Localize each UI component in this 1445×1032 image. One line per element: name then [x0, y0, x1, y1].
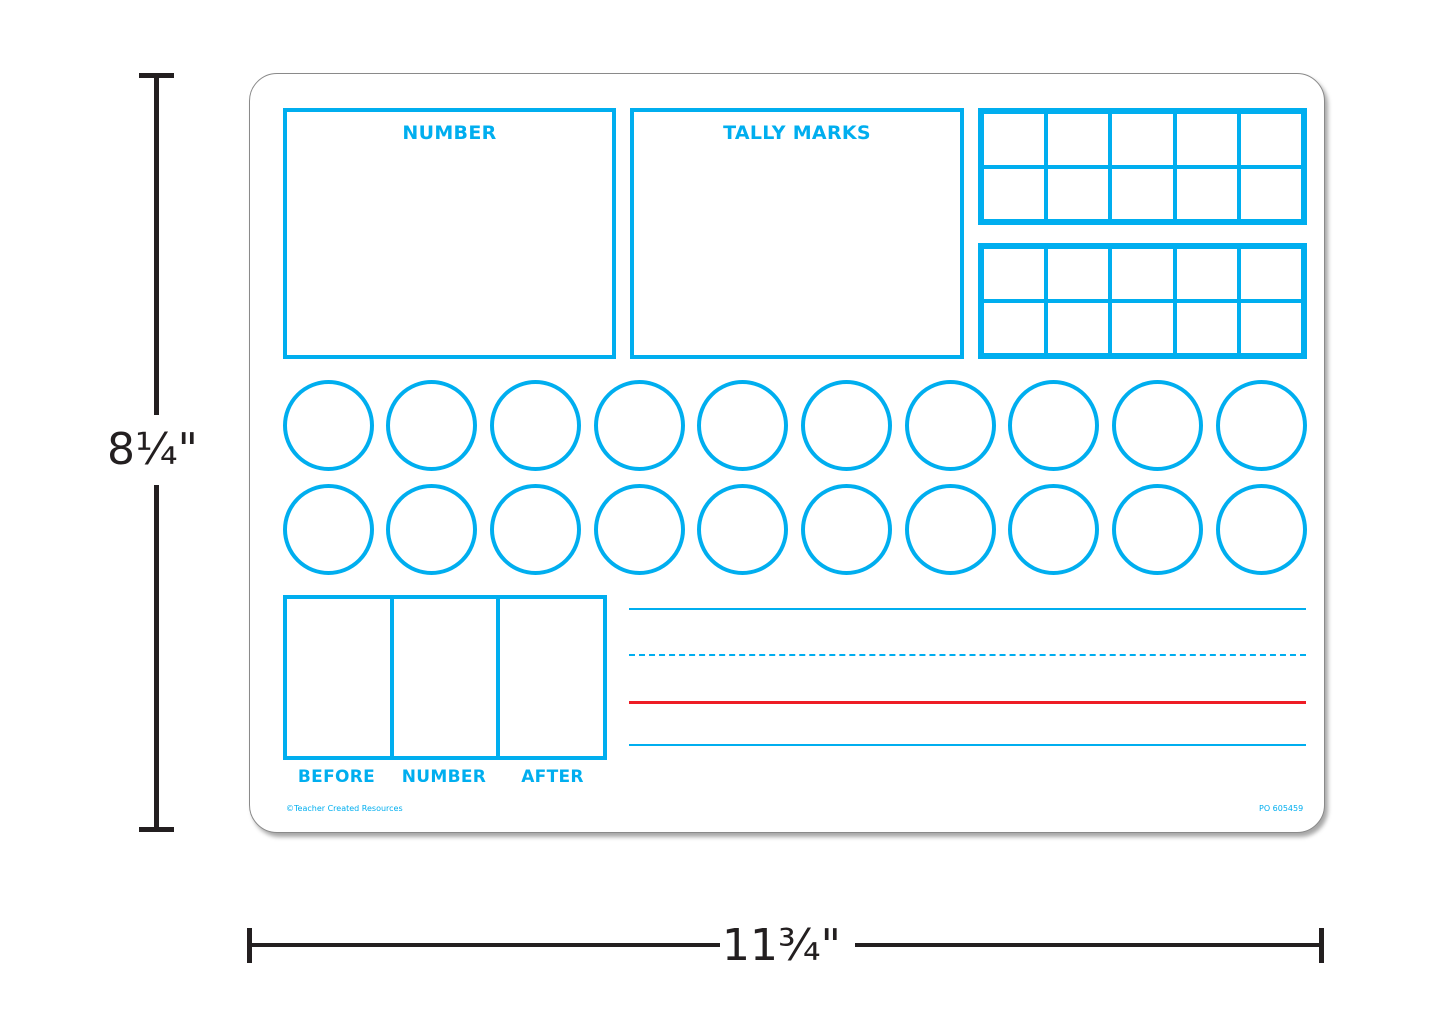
ten-frame-cell — [982, 247, 1047, 301]
counting-circle — [1216, 380, 1307, 471]
height-dimension-line — [154, 75, 159, 415]
ten-frame-cell — [1238, 112, 1303, 167]
counting-circle — [1112, 380, 1203, 471]
counting-circle — [801, 380, 892, 471]
counting-circle — [1008, 484, 1099, 575]
ten-frame-cell — [1174, 247, 1239, 301]
ten-frame-cell — [1174, 301, 1239, 355]
ten-frame-cell — [1110, 301, 1175, 355]
ten-frame-cell — [982, 301, 1047, 355]
handwriting-top-line — [629, 608, 1306, 610]
ten-frame-cell — [1238, 301, 1303, 355]
number-box: NUMBER — [283, 108, 616, 359]
ten-frame-cell — [1046, 301, 1111, 355]
ten-frame-cell — [1046, 112, 1111, 167]
counting-circle — [594, 484, 685, 575]
counting-circle — [490, 380, 581, 471]
ten-frame-cell — [1174, 112, 1239, 167]
counting-circle — [594, 380, 685, 471]
width-dimension-left-cap — [247, 928, 252, 963]
ten-frame-cell — [1110, 247, 1175, 301]
number-box-label: NUMBER — [402, 122, 497, 144]
number-box-middle — [394, 599, 501, 756]
counting-circle — [697, 380, 788, 471]
width-dimension-label: 11¾" — [722, 920, 841, 971]
ten-frame-cell — [1046, 166, 1111, 221]
width-dimension-line-right — [855, 943, 1322, 947]
ten-frame-cell — [982, 112, 1047, 167]
ten-frame-bottom — [978, 243, 1307, 359]
height-dimension-line-lower — [154, 485, 159, 830]
counting-circle — [283, 380, 374, 471]
ten-frame-cell — [1238, 247, 1303, 301]
counting-circle — [386, 380, 477, 471]
counting-circle — [386, 484, 477, 575]
handwriting-baseline-red — [629, 701, 1306, 704]
counting-circle — [697, 484, 788, 575]
counting-circle — [905, 484, 996, 575]
handwriting-midline-dashed — [629, 654, 1306, 656]
ten-frame-cell — [1110, 112, 1175, 167]
counting-circle — [1216, 484, 1307, 575]
before-number-after-boxes — [283, 595, 607, 760]
number-label: NUMBER — [401, 767, 487, 787]
copyright-text: ©Teacher Created Resources — [286, 804, 403, 813]
product-code: PO 605459 — [1259, 804, 1304, 813]
width-dimension-right-cap — [1319, 928, 1324, 963]
before-box — [287, 599, 394, 756]
ten-frame-cell — [982, 166, 1047, 221]
after-box — [500, 599, 603, 756]
height-dimension-label: 8¼" — [107, 424, 198, 475]
ten-frame-cell — [1046, 247, 1111, 301]
counting-circle — [283, 484, 374, 575]
counting-circle — [905, 380, 996, 471]
tally-marks-box: TALLY MARKS — [630, 108, 964, 359]
counting-circle — [1112, 484, 1203, 575]
width-dimension-line-left — [250, 943, 720, 947]
handwriting-bottom-line — [629, 744, 1306, 746]
ten-frame-cell — [1110, 166, 1175, 221]
height-dimension-bottom-cap — [139, 827, 174, 832]
counting-circle — [1008, 380, 1099, 471]
before-label: BEFORE — [297, 767, 376, 787]
tally-marks-label: TALLY MARKS — [723, 122, 871, 144]
ten-frame-cell — [1238, 166, 1303, 221]
counting-circle — [801, 484, 892, 575]
after-label: AFTER — [521, 767, 584, 787]
counting-circle — [490, 484, 581, 575]
ten-frame-top — [978, 108, 1307, 225]
ten-frame-cell — [1174, 166, 1239, 221]
